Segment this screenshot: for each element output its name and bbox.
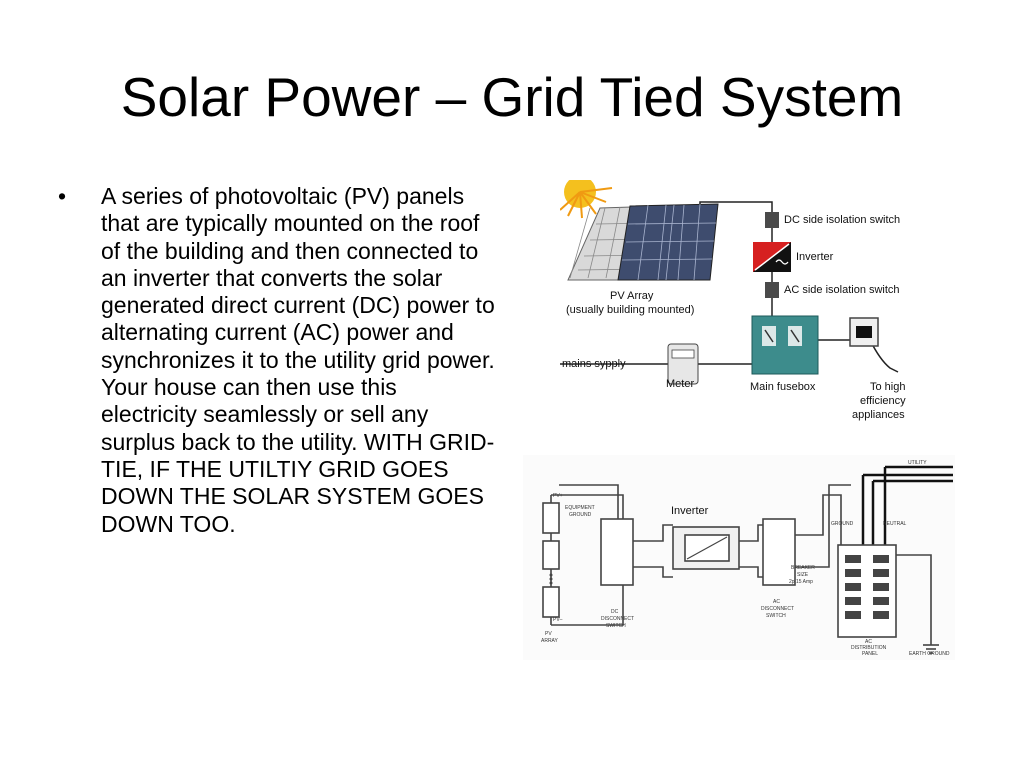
meter-icon — [667, 343, 699, 385]
label-ac-panel-3: PANEL — [862, 651, 879, 657]
label-fusebox: Main fusebox — [750, 381, 816, 393]
label-pv-minus: PV– — [553, 617, 563, 623]
label-breaker-2: SIZE — [797, 572, 809, 578]
ac-switch-icon — [765, 282, 779, 298]
label-equipment-ground-1: EQUIPMENT — [565, 505, 595, 511]
label-appliances-3: appliances — [852, 409, 905, 421]
label-mains-supply: mains sypply — [562, 358, 626, 370]
label-inverter-bottom: Inverter — [671, 505, 709, 517]
label-ac-disconnect-1: AC — [773, 599, 780, 605]
label-meter: Meter — [666, 378, 695, 390]
bullet-item: • A series of photovoltaic (PV) panels t… — [58, 183, 498, 538]
label-appliances-1: To high — [870, 381, 906, 393]
slide-title: Solar Power – Grid Tied System — [120, 66, 904, 128]
grid-tie-overview-diagram: DC side isolation switch Inverter AC sid… — [559, 176, 920, 430]
label-ac-disconnect-3: SWITCH — [766, 613, 786, 619]
fusebox-icon — [751, 315, 819, 375]
pv-panel-icon — [567, 203, 719, 281]
label-breaker-3: 2p 15 Amp — [789, 579, 813, 585]
label-ac-panel-1: AC — [865, 639, 872, 645]
label-equipment-ground-2: GROUND — [569, 512, 592, 518]
label-pv-array-bottom-1: PV — [545, 631, 552, 637]
label-breaker-1: BREAKER — [791, 565, 815, 571]
sun-icon — [559, 176, 613, 219]
label-ac-switch: AC side isolation switch — [784, 284, 900, 296]
label-pv-plus: PV+ — [553, 493, 563, 499]
label-dc-disconnect-1: DC — [611, 609, 619, 615]
label-inverter: Inverter — [796, 251, 834, 263]
label-pv-array-1: PV Array — [610, 290, 654, 302]
bullet-text: A series of photovoltaic (PV) panels tha… — [101, 183, 495, 537]
label-dc-disconnect-2: DISCONNECT — [601, 616, 635, 622]
wiring-drawing — [523, 455, 955, 660]
label-ac-disconnect-2: DISCONNECT — [761, 606, 795, 612]
label-earth-ground: EARTH GROUND — [909, 651, 950, 657]
plug-socket-icon — [849, 317, 879, 347]
grid-tie-wiring-diagram: Inverter PV+ PV– PV ARRAY EQUIPMENT GROU… — [523, 455, 955, 660]
label-pv-array-2: (usually building mounted) — [566, 304, 695, 316]
label-ac-panel-2: DISTRIBUTION — [851, 645, 887, 651]
bullet-list: • A series of photovoltaic (PV) panels t… — [58, 183, 498, 538]
label-dc-switch: DC side isolation switch — [784, 214, 901, 226]
dc-switch-icon — [765, 212, 779, 228]
overview-drawing — [559, 176, 899, 385]
label-ground: GROUND — [831, 521, 854, 527]
label-pv-array-bottom-2: ARRAY — [541, 638, 558, 644]
label-dc-disconnect-3: SWITCH — [606, 623, 626, 629]
label-appliances-2: efficiency — [860, 395, 906, 407]
inverter-icon — [753, 242, 791, 272]
label-utility: UTILITY — [908, 460, 927, 466]
label-neutral: NEUTRAL — [883, 521, 907, 527]
bullet-symbol: • — [58, 183, 67, 209]
